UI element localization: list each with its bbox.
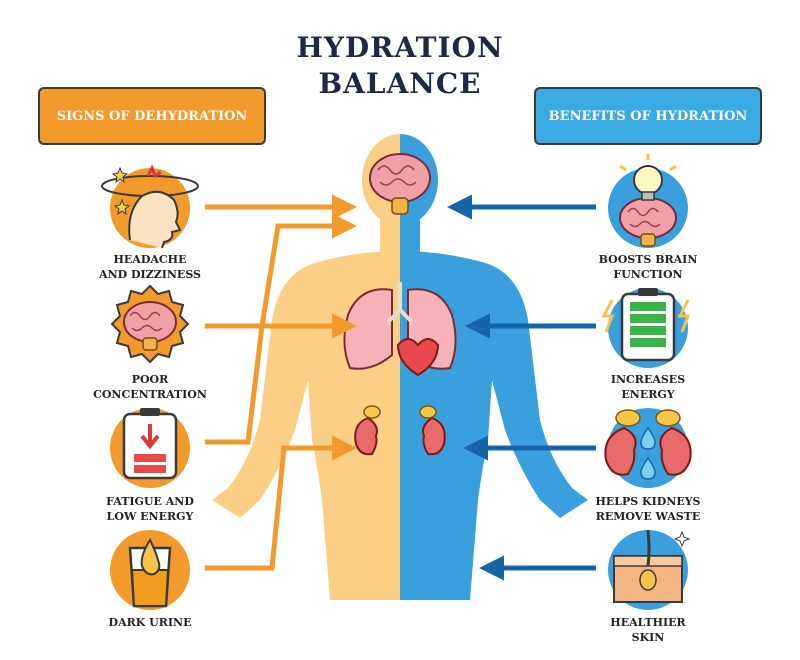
label-concentration: POOR CONCENTRATION (65, 372, 235, 402)
boosts-brain-icon (608, 154, 688, 248)
kidneys-waste-icon (604, 408, 692, 488)
label-headache-line1: HEADACHE (113, 253, 187, 266)
arrow-fatigue (205, 313, 357, 445)
label-skin-line1: HEALTHIER (610, 616, 686, 629)
label-fatigue-line1: FATIGUE AND (106, 495, 194, 508)
label-headache-line2: AND DIZZINESS (99, 268, 201, 281)
label-fatigue-line2: LOW ENERGY (106, 510, 194, 523)
title-line-1: HYDRATION (296, 31, 504, 64)
headache-icon (101, 164, 199, 249)
label-boosts-brain-line1: BOOSTS BRAIN (598, 253, 698, 266)
label-concentration-line2: CONCENTRATION (93, 388, 207, 401)
dehydration-banner: SIGNS OF DEHYDRATION (38, 87, 266, 145)
label-concentration-line1: POOR (131, 373, 169, 386)
healthy-skin-icon (608, 529, 691, 610)
full-battery-icon (601, 288, 691, 368)
label-increases-energy-line1: INCREASES (610, 373, 686, 386)
label-kidneys-line2: REMOVE WASTE (595, 510, 701, 523)
body-kidneys-icon (354, 405, 446, 456)
label-skin-line2: SKIN (631, 631, 665, 644)
label-boosts-brain: BOOSTS BRAIN FUNCTION (563, 252, 733, 282)
label-kidneys: HELPS KIDNEYS REMOVE WASTE (563, 494, 733, 524)
label-skin: HEALTHIER SKIN (563, 615, 733, 645)
left-arrows (205, 194, 357, 571)
label-kidneys-line1: HELPS KIDNEYS (595, 495, 701, 508)
arrow-concentration (205, 213, 357, 329)
label-fatigue: FATIGUE AND LOW ENERGY (65, 494, 235, 524)
label-boosts-brain-line2: FUNCTION (613, 268, 683, 281)
body-lungs-icon (343, 282, 457, 377)
title-line-2: BALANCE (318, 67, 482, 100)
label-dark-urine: DARK URINE (65, 615, 235, 630)
arrow-urine (205, 435, 357, 571)
body-brain-icon (369, 153, 431, 215)
poor-concentration-icon (110, 284, 190, 364)
right-arrows (447, 194, 596, 581)
label-increases-energy-line2: ENERGY (621, 388, 675, 401)
low-battery-icon (110, 408, 190, 488)
label-headache: HEADACHE AND DIZZINESS (65, 252, 235, 282)
label-dark-urine-line1: DARK URINE (108, 616, 192, 629)
dark-urine-icon (110, 530, 190, 610)
hydration-banner: BENEFITS OF HYDRATION (534, 87, 762, 145)
label-increases-energy: INCREASES ENERGY (563, 372, 733, 402)
